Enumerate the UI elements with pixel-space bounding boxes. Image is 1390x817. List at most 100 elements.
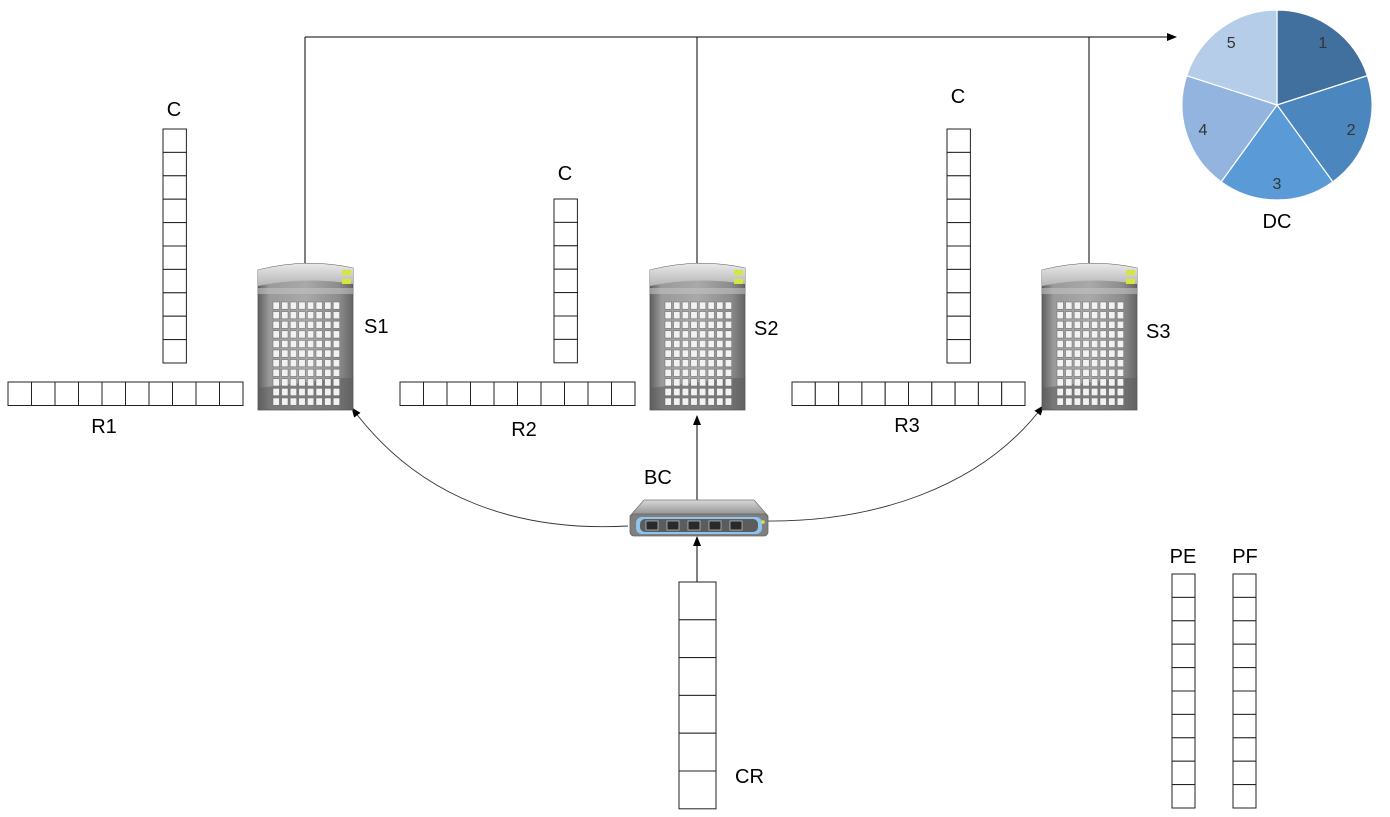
queue-cell	[553, 221, 578, 247]
queue-cell	[1232, 737, 1257, 762]
queue-cell	[1232, 643, 1257, 669]
queue-cell	[540, 381, 565, 406]
pie-slice-label: 3	[1273, 176, 1282, 193]
queue-cell	[172, 381, 197, 406]
pie-slice-4	[1181, 74, 1278, 183]
queue-cell	[1232, 596, 1257, 622]
pie-slice-1	[1276, 9, 1369, 106]
label-s1: S1	[364, 316, 388, 338]
queue-c2	[553, 198, 578, 364]
queue-cell	[884, 381, 910, 406]
queue-cell	[553, 268, 578, 294]
queue-cell	[564, 381, 589, 406]
queue-cell	[678, 694, 717, 734]
server-s1-icon	[257, 263, 354, 411]
queue-cell	[101, 381, 126, 406]
queue-cell	[814, 381, 840, 406]
queue-cell	[678, 619, 717, 659]
queue-cell	[838, 381, 863, 406]
queue-cell	[162, 292, 187, 317]
queue-cell	[553, 198, 578, 223]
queue-cell	[125, 381, 150, 406]
queue-cell	[553, 315, 578, 340]
queue-cell	[162, 128, 187, 153]
queue-pf	[1232, 573, 1257, 809]
queue-cell	[908, 381, 933, 406]
queue-cell	[861, 381, 886, 406]
pie-slice-label: 5	[1227, 35, 1236, 52]
label-c3: C	[951, 86, 965, 108]
queue-cell	[78, 381, 103, 406]
queue-cell	[1171, 643, 1196, 669]
queue-cell	[1171, 760, 1196, 786]
queue-cell	[931, 381, 956, 406]
queue-cell	[195, 381, 220, 406]
queue-cell	[399, 381, 424, 406]
queue-cell	[954, 381, 979, 406]
label-s3: S3	[1146, 321, 1170, 343]
pie-slice-3	[1220, 103, 1334, 201]
queue-cell	[678, 581, 717, 621]
queue-cell	[162, 245, 187, 270]
queue-cell	[946, 268, 971, 294]
queue-cell	[162, 175, 187, 200]
queue-cell	[31, 381, 56, 406]
label-c1: C	[167, 99, 181, 121]
server-s3-icon	[1041, 263, 1138, 411]
switch-bc-icon	[629, 499, 769, 537]
label-pe: PE	[1170, 546, 1197, 568]
queue-cell	[946, 292, 971, 317]
queue-cell	[1171, 596, 1196, 622]
queue-cell	[1232, 573, 1257, 598]
top-bus	[304, 33, 1177, 263]
queue-cell	[1171, 667, 1196, 692]
queue-cell	[423, 381, 448, 406]
label-r3: R3	[894, 415, 920, 437]
queue-cell	[1232, 690, 1257, 715]
queue-cell	[587, 381, 612, 406]
queue-cell	[148, 381, 173, 406]
queue-cell	[977, 381, 1003, 406]
queue-cell	[946, 175, 971, 200]
queue-cell	[553, 338, 578, 364]
server-s2-icon	[649, 263, 746, 411]
queue-cell	[1001, 381, 1026, 406]
queue-cell	[946, 198, 971, 224]
queue-cell	[162, 339, 187, 364]
label-dc: DC	[1263, 211, 1292, 233]
queue-cell	[678, 657, 717, 696]
label-bc: BC	[644, 467, 672, 489]
queue-r3	[791, 381, 1026, 406]
label-cr: CR	[735, 766, 764, 788]
queue-cell	[446, 381, 471, 406]
queue-cell	[553, 245, 578, 270]
queue-cell	[1232, 760, 1257, 786]
label-r1: R1	[91, 416, 117, 438]
label-s2: S2	[754, 318, 778, 340]
queue-c1	[162, 128, 187, 364]
queue-cell	[946, 151, 971, 177]
queue-cell	[517, 381, 542, 406]
queue-cell	[54, 381, 79, 406]
queue-cell	[162, 198, 187, 224]
queue-c3	[946, 128, 971, 364]
queue-cell	[678, 732, 717, 772]
queue-cell	[7, 381, 32, 406]
queue-cell	[1171, 713, 1196, 739]
label-pf: PF	[1232, 546, 1258, 568]
queue-cell	[1171, 737, 1196, 762]
queue-pe	[1171, 573, 1196, 809]
queue-cell	[678, 770, 717, 810]
queue-cell	[1232, 620, 1257, 645]
queue-cell	[493, 381, 518, 406]
queue-r1	[7, 381, 244, 406]
label-r2: R2	[511, 419, 537, 441]
queue-cell	[1232, 713, 1257, 739]
label-c2: C	[558, 163, 572, 185]
queue-cell	[162, 315, 187, 341]
queue-r2	[399, 381, 636, 406]
pie-slice-5	[1185, 9, 1278, 106]
queue-cell	[219, 381, 244, 406]
